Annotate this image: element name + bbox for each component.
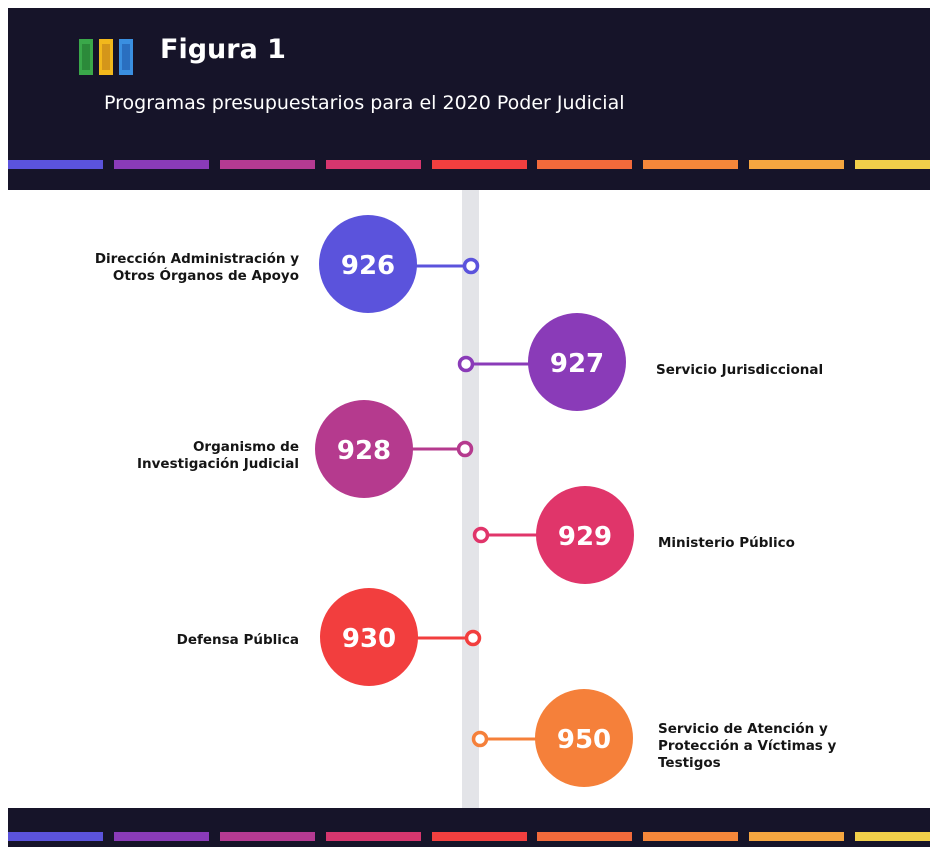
timeline-node-927: 927 xyxy=(457,313,626,411)
timeline-node-928: 928 xyxy=(315,400,474,498)
program-label-929: Ministerio Público xyxy=(658,535,795,552)
timeline-axis xyxy=(462,190,479,808)
color-stripe xyxy=(537,160,633,169)
program-code: 929 xyxy=(558,522,612,552)
label-line: Otros Órganos de Apoyo xyxy=(112,268,299,284)
color-stripe xyxy=(8,160,103,169)
color-stripe xyxy=(431,160,527,169)
connector-dot xyxy=(456,440,474,458)
color-stripe xyxy=(643,832,739,841)
code-circle xyxy=(319,215,417,313)
label-line: Organismo de xyxy=(192,439,299,455)
code-circle xyxy=(528,313,626,411)
label-line: Defensa Pública xyxy=(176,632,299,648)
connector-dot xyxy=(464,629,482,647)
label-line: Testigos xyxy=(658,755,721,771)
color-stripe xyxy=(219,160,315,169)
timeline-node-950: 950 xyxy=(471,689,633,787)
connector-dot xyxy=(462,257,480,275)
color-stripe xyxy=(855,832,930,841)
timeline-node-926: 926 xyxy=(319,215,480,313)
footer-banner xyxy=(8,808,930,847)
color-stripe xyxy=(749,832,845,841)
color-stripe xyxy=(643,160,739,169)
color-stripe xyxy=(325,160,421,169)
color-stripe xyxy=(8,832,103,841)
program-code: 930 xyxy=(342,624,396,654)
books-icon xyxy=(79,39,133,75)
code-circle xyxy=(536,486,634,584)
timeline-node-930: 930 xyxy=(320,588,482,686)
label-line: Ministerio Público xyxy=(658,535,795,551)
color-stripe xyxy=(749,160,845,169)
label-line: Dirección Administración y xyxy=(94,251,299,267)
footer-color-stripes xyxy=(8,832,930,841)
color-stripe xyxy=(855,160,930,169)
color-stripe xyxy=(219,832,315,841)
program-code: 926 xyxy=(341,251,395,281)
code-circle xyxy=(320,588,418,686)
program-label-927: Servicio Jurisdiccional xyxy=(656,362,823,379)
label-line: Servicio Jurisdiccional xyxy=(656,362,824,378)
label-line: Investigación Judicial xyxy=(137,456,299,472)
color-stripe xyxy=(431,832,527,841)
color-stripe xyxy=(537,832,633,841)
timeline-node-929: 929 xyxy=(472,486,634,584)
label-line: Protección a Víctimas y xyxy=(658,738,837,754)
code-circle xyxy=(535,689,633,787)
program-code: 950 xyxy=(557,725,611,755)
header-banner: Figura 1 Programas presupuestarios para … xyxy=(8,8,930,190)
label-line: Servicio de Atención y xyxy=(658,721,828,737)
figure-title: Figura 1 xyxy=(160,34,286,65)
connector-dot xyxy=(472,526,490,544)
color-stripe xyxy=(325,832,421,841)
code-circle xyxy=(315,400,413,498)
program-code: 927 xyxy=(550,349,604,379)
color-stripe xyxy=(113,832,209,841)
connector-dot xyxy=(471,730,489,748)
color-stripe xyxy=(113,160,209,169)
connector-dot xyxy=(457,355,475,373)
figure-subtitle: Programas presupuestarios para el 2020 P… xyxy=(104,92,625,114)
program-label-930: Defensa Pública xyxy=(177,632,299,649)
program-code: 928 xyxy=(337,436,391,466)
header-color-stripes xyxy=(8,160,930,169)
